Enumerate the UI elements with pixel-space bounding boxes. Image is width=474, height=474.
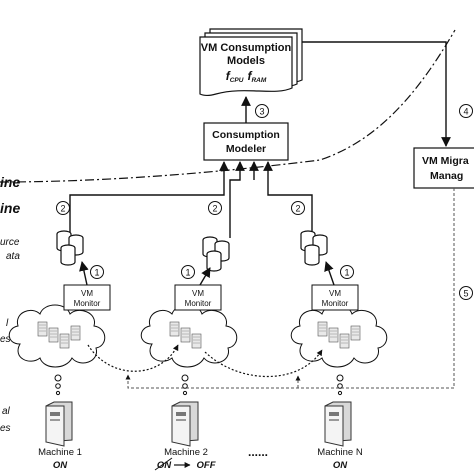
machine-n-name: Machine N [317,447,363,458]
step-1-label-3: 1 [344,268,349,278]
vm-monitor-box-3 [311,284,359,311]
step-2-badge-1 [56,201,70,215]
migration-line2: Manag [430,170,463,182]
machine-1-state: ON [53,460,68,471]
arrow-db2-to-modeler [229,161,245,238]
resource-data-label-1: urce [0,237,20,248]
vm-monitor-3-line2: Monitor [322,299,349,308]
step-2-badge-3 [291,201,305,215]
offline-online-separator [0,29,456,183]
resource-database-3 [300,230,328,266]
vm-monitor-2-line2: Monitor [185,299,212,308]
step-2-badge-2 [208,201,222,215]
cloud-connector-3 [336,374,344,396]
physical-label-2: es [0,423,11,434]
cloud-connector-1 [54,374,62,396]
machine-2-name: Machine 2 [164,447,208,458]
online-label: ine [0,200,20,216]
arrow-monitor1-to-db [79,261,89,286]
vm-cloud-1 [8,304,106,368]
arrow-models-to-migration [302,41,451,147]
vm-cloud-2 [140,304,238,368]
formula-sub-ram: RAM [251,77,266,84]
migration-path-2-3 [204,349,323,378]
step-3-label: 3 [259,107,264,117]
formula-f-ram: f [247,69,252,83]
modeler-line2: Modeler [226,143,266,155]
vm-monitor-2-line1: VM [192,289,204,298]
resource-database-2 [202,236,230,272]
step-1-label-2: 1 [185,268,190,278]
step-1-badge-2 [181,265,195,279]
machines-ellipsis: ...... [248,445,268,459]
step-1-label-1: 1 [94,268,99,278]
step-5-label: 5 [463,289,468,299]
machine-2-tower [171,401,199,447]
step-4-badge [459,104,473,118]
machine-2-state-new: OFF [197,460,216,471]
vm-monitor-1-line2: Monitor [74,299,101,308]
machine-2-state-old: ON [157,460,172,471]
formula-f-cpu: f [226,69,231,83]
step-1-badge-1 [90,265,104,279]
machine-2-strike [154,457,173,471]
step-1-badge-3 [340,265,354,279]
vm-cloud-3 [290,304,388,368]
vm-monitor-1-line1: VM [81,289,93,298]
arrow-db1-to-modeler [69,161,229,232]
step-2-label-1: 2 [60,204,65,214]
arrow-migration-to-machines [125,188,455,389]
vm-label-2: es [0,334,11,345]
cloud-connector-2 [181,374,189,396]
machine-1-tower [45,401,73,447]
step-2-label-3: 2 [295,204,300,214]
vm-migration-manager-box [413,147,474,189]
vm-monitor-box-2 [174,284,222,311]
models-title-line1: VM Consumption [201,42,292,54]
step-5-badge [459,286,473,300]
arrow-monitor3-to-db [324,261,335,286]
arrow-db3-to-modeler [263,161,313,232]
machine-n-tower [324,401,352,447]
step-4-label: 4 [463,107,468,117]
step-3-badge [255,104,269,118]
arrow-monitor2-to-db [199,267,211,286]
step-2-label-2: 2 [212,204,217,214]
physical-label-1: al [2,406,11,417]
modeler-line1: Consumption [212,129,280,141]
resource-data-label-2: ata [6,251,20,262]
formula-sub-cpu: CPU [230,77,244,84]
machine-n-state: ON [333,460,348,471]
consumption-modeler-box [203,122,289,161]
machine-1-name: Machine 1 [38,447,82,458]
models-title-line2: Models [227,55,265,67]
vm-monitor-box-1 [63,284,111,311]
migration-path-1-2 [87,344,179,372]
migration-line1: VM Migra [422,155,469,167]
vm-monitor-3-line1: VM [329,289,341,298]
vm-label-1: l [6,318,9,329]
offline-label: ine [0,174,20,190]
resource-database-1 [56,230,84,266]
